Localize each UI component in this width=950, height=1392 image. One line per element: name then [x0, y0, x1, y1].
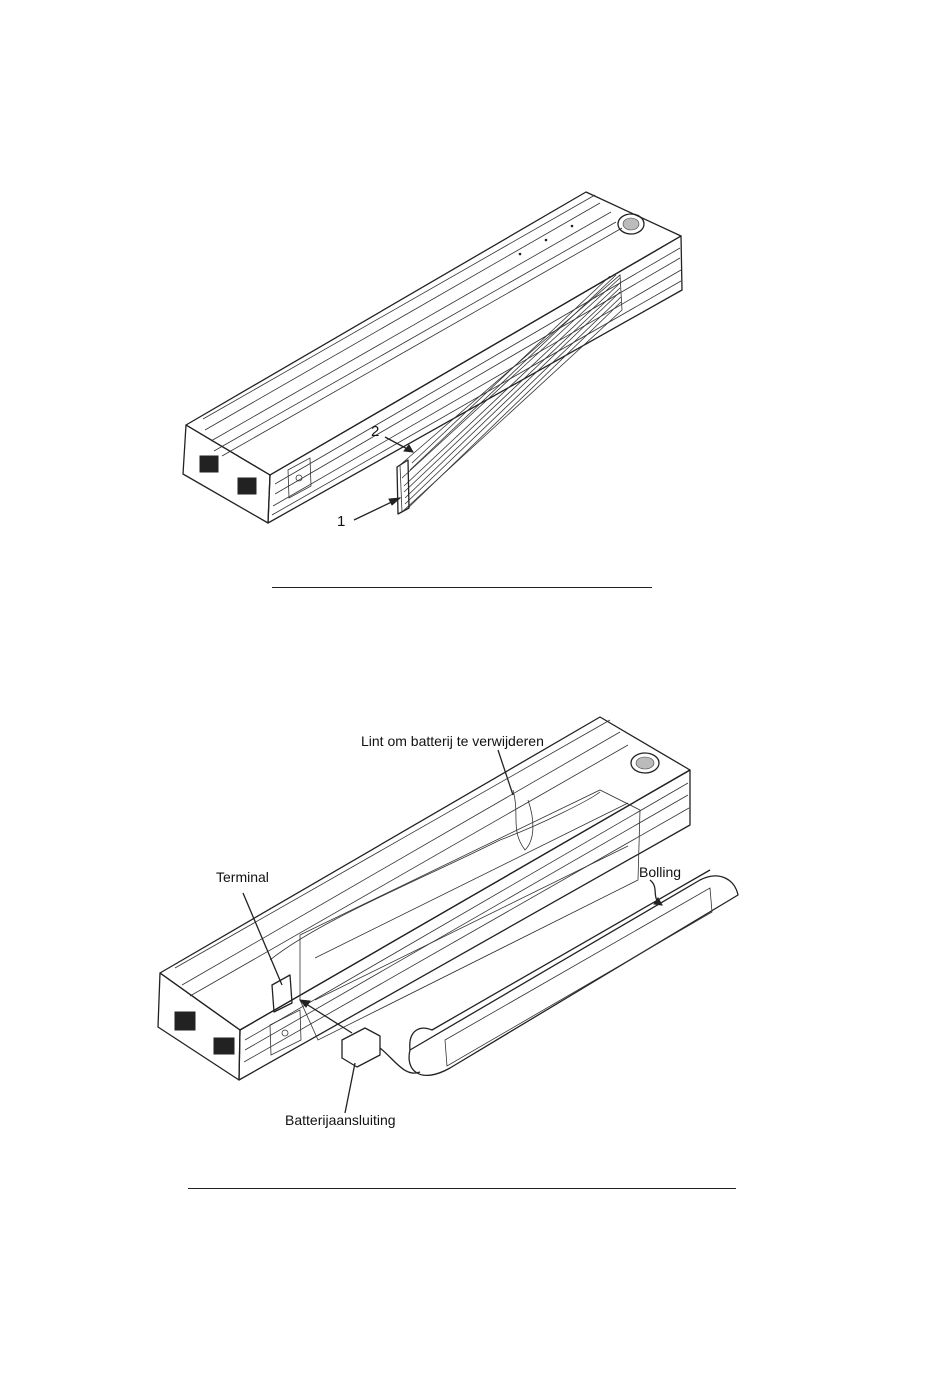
- removal-ribbon: [513, 790, 533, 850]
- printer-top-surface: [186, 192, 681, 475]
- printer-drawing-2: [0, 700, 950, 1200]
- usb-port-icon: [214, 1038, 234, 1054]
- interface-port-icon: [175, 1012, 195, 1030]
- removal-ribbon: [402, 275, 621, 510]
- battery-connector-icon: [342, 1028, 380, 1067]
- connector-pointer: [345, 1063, 355, 1113]
- callout-2-label: 2: [371, 423, 379, 440]
- printer-front-face: [183, 425, 270, 523]
- figure-2-underline: [188, 1188, 736, 1189]
- callout-1-label: 1: [337, 513, 345, 530]
- figure-battery-removal: Lint om batterij te verwijderen Terminal…: [0, 700, 950, 1200]
- terminal-label: Terminal: [216, 869, 269, 885]
- interface-port-icon: [200, 456, 218, 472]
- battery-cable: [380, 1048, 420, 1073]
- connector-label: Batterijaansluiting: [285, 1112, 396, 1128]
- figure-printer-ribbon: 2 1: [0, 150, 950, 600]
- printer-front-face: [158, 973, 240, 1080]
- battery-compartment: [300, 790, 640, 1040]
- ribbon-tab: [397, 460, 409, 514]
- terminal-pointer: [243, 893, 282, 985]
- notch-label: Bolling: [639, 864, 681, 880]
- figure-1-underline: [272, 587, 652, 588]
- usb-port-icon: [238, 478, 256, 494]
- ribbon-pointer: [498, 750, 513, 795]
- ribbon-label: Lint om batterij te verwijderen: [361, 733, 544, 749]
- printer-drawing-1: [0, 150, 950, 600]
- battery-pack: [409, 870, 738, 1075]
